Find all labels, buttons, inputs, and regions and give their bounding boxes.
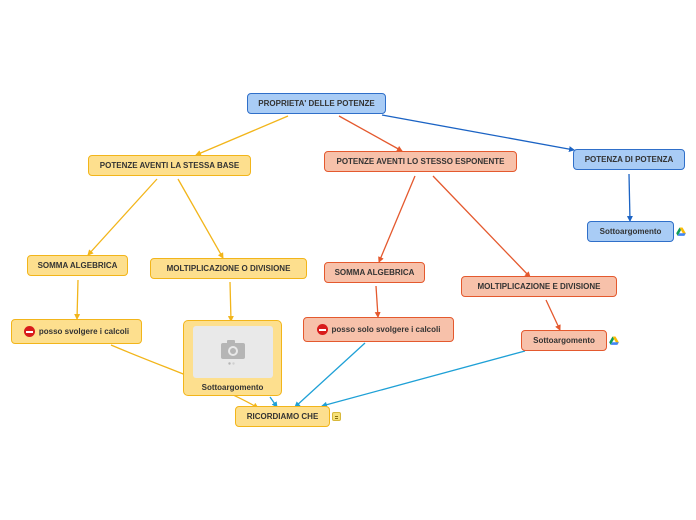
edge-sottoargomento-img-to-ricordiamo [269, 396, 278, 408]
edge-posso-solo-to-ricordiamo [294, 342, 366, 408]
google-drive-icon[interactable] [676, 227, 686, 237]
node-moltiplicazione-o-divisione-label: MOLTIPLICAZIONE O DIVISIONE [166, 264, 291, 273]
edge-stesso-esponente-to-moltiplicazione [432, 175, 531, 278]
node-stessa-base-label: POTENZE AVENTI LA STESSA BASE [99, 161, 240, 170]
node-potenza-di-potenza[interactable]: POTENZA DI POTENZA [573, 149, 685, 170]
node-posso-svolgere[interactable]: posso svolgere i calcoli [11, 319, 142, 344]
node-posso-svolgere-label: posso svolgere i calcoli [38, 327, 130, 336]
camera-icon [220, 340, 245, 365]
node-sottoargomento-image[interactable]: Sottoargomento [183, 320, 282, 396]
edge-moltiplicazione-to-sottoargomento-img [227, 281, 234, 322]
edge-potenza-to-sottoargomento [626, 173, 633, 222]
node-moltiplicazione-o-divisione[interactable]: MOLTIPLICAZIONE O DIVISIONE [150, 258, 307, 279]
node-somma-algebrica-1[interactable]: SOMMA ALGEBRICA [27, 255, 128, 276]
edge-stesso-esponente-to-somma [378, 175, 416, 263]
node-posso-solo-svolgere-label: posso solo svolgere i calcoli [331, 325, 441, 334]
node-sottoargomento-blue[interactable]: Sottoargomento [587, 221, 674, 242]
node-ricordiamo-che[interactable]: RICORDIAMO CHE [235, 406, 330, 427]
edge-root-to-stessa-base [195, 115, 289, 156]
edge-root-to-stesso-esponente [338, 115, 403, 152]
node-sottoargomento-blue-label: Sottoargomento [599, 227, 662, 236]
node-somma-algebrica-2[interactable]: SOMMA ALGEBRICA [324, 262, 425, 283]
node-moltiplicazione-e-divisione[interactable]: MOLTIPLICAZIONE E DIVISIONE [461, 276, 617, 297]
node-somma-algebrica-1-label: SOMMA ALGEBRICA [37, 261, 118, 270]
image-placeholder [192, 326, 273, 378]
edge-somma-to-posso-solo [374, 285, 381, 318]
node-posso-solo-svolgere[interactable]: posso solo svolgere i calcoli [303, 317, 454, 342]
node-ricordiamo-che-label: RICORDIAMO CHE [246, 412, 319, 421]
node-sottoargomento-image-label: Sottoargomento [201, 383, 264, 392]
node-sottoargomento-salmon-label: Sottoargomento [533, 336, 595, 345]
edge-somma-to-posso-svolgere [74, 279, 81, 320]
edge-sottoargomento-to-ricordiamo [321, 350, 526, 408]
edge-stessa-base-to-moltiplicazione [177, 178, 224, 259]
node-root[interactable]: PROPRIETA' DELLE POTENZE [247, 93, 386, 114]
note-icon[interactable] [332, 412, 341, 421]
edge-moltiplicazione-to-sottoargomento [545, 299, 561, 331]
node-stesso-esponente[interactable]: POTENZE AVENTI LO STESSO ESPONENTE [324, 151, 517, 172]
edge-root-to-potenza-di-potenza [381, 114, 575, 153]
node-moltiplicazione-e-divisione-label: MOLTIPLICAZIONE E DIVISIONE [477, 282, 601, 291]
node-root-label: PROPRIETA' DELLE POTENZE [258, 99, 375, 108]
edge-stessa-base-to-somma [87, 178, 158, 256]
node-somma-algebrica-2-label: SOMMA ALGEBRICA [334, 268, 415, 277]
node-potenza-di-potenza-label: POTENZA DI POTENZA [584, 155, 674, 164]
google-drive-icon[interactable] [609, 336, 619, 346]
node-stessa-base[interactable]: POTENZE AVENTI LA STESSA BASE [88, 155, 251, 176]
no-entry-icon [23, 326, 35, 337]
no-entry-icon [316, 324, 328, 335]
node-stesso-esponente-label: POTENZE AVENTI LO STESSO ESPONENTE [336, 157, 505, 166]
node-sottoargomento-salmon[interactable]: Sottoargomento [521, 330, 607, 351]
